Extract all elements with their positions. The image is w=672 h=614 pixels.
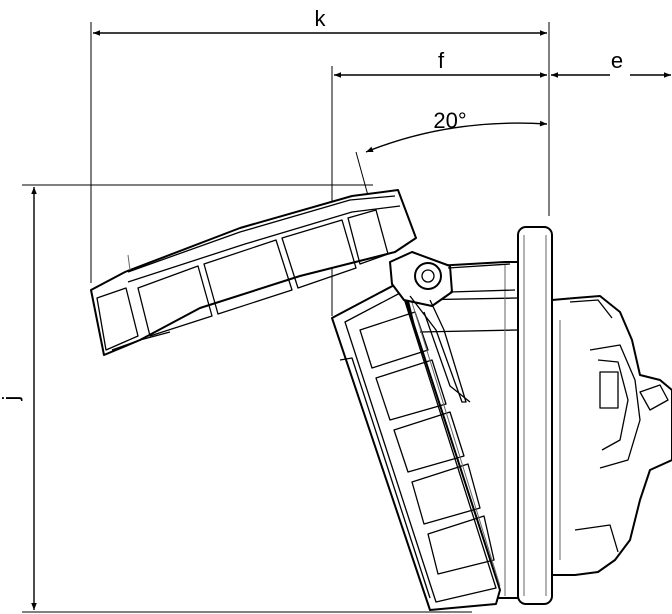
- dimension-j: j: [0, 184, 472, 613]
- hinge: [389, 251, 516, 403]
- dimension-f-label: f: [438, 48, 445, 73]
- dimension-j-label: j: [0, 396, 23, 402]
- dimension-e-label: e: [611, 48, 623, 73]
- dimension-k: k: [90, 6, 550, 283]
- rear-terminal-housing: [551, 295, 672, 576]
- dimension-angle-label: 20°: [433, 108, 466, 133]
- dimension-k-label: k: [315, 6, 327, 31]
- dimension-e: e: [551, 48, 671, 78]
- socket-body: [331, 261, 519, 611]
- mounting-plate: [517, 226, 553, 605]
- dimension-f: f: [331, 48, 547, 316]
- hinged-lid: [90, 189, 417, 356]
